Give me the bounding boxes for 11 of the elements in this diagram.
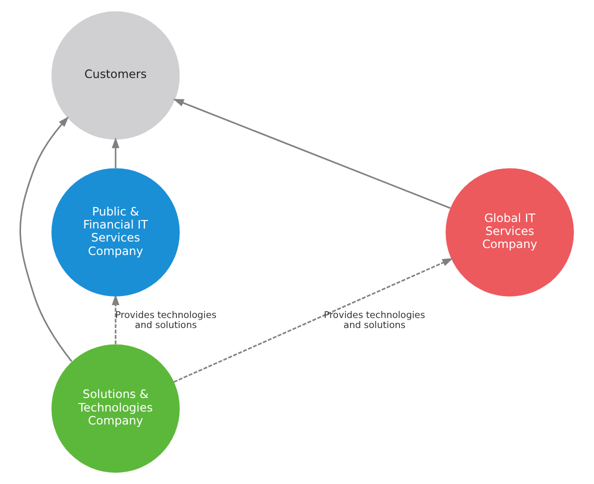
arrow (20, 116, 72, 362)
node-circle: Public & Financial IT Services Company (51, 168, 180, 296)
node-circle: Global IT Services Company (446, 168, 574, 296)
edge-label: Provides technologies and solutions (324, 310, 426, 331)
arrow (174, 258, 454, 383)
arrow (112, 294, 120, 344)
arrow (173, 98, 451, 209)
node-circle: Solutions & Technologies Company (51, 344, 180, 473)
edge-label: Provides technologies and solutions (115, 310, 216, 331)
arrow (112, 137, 120, 168)
node-circle: Customers (51, 11, 180, 140)
